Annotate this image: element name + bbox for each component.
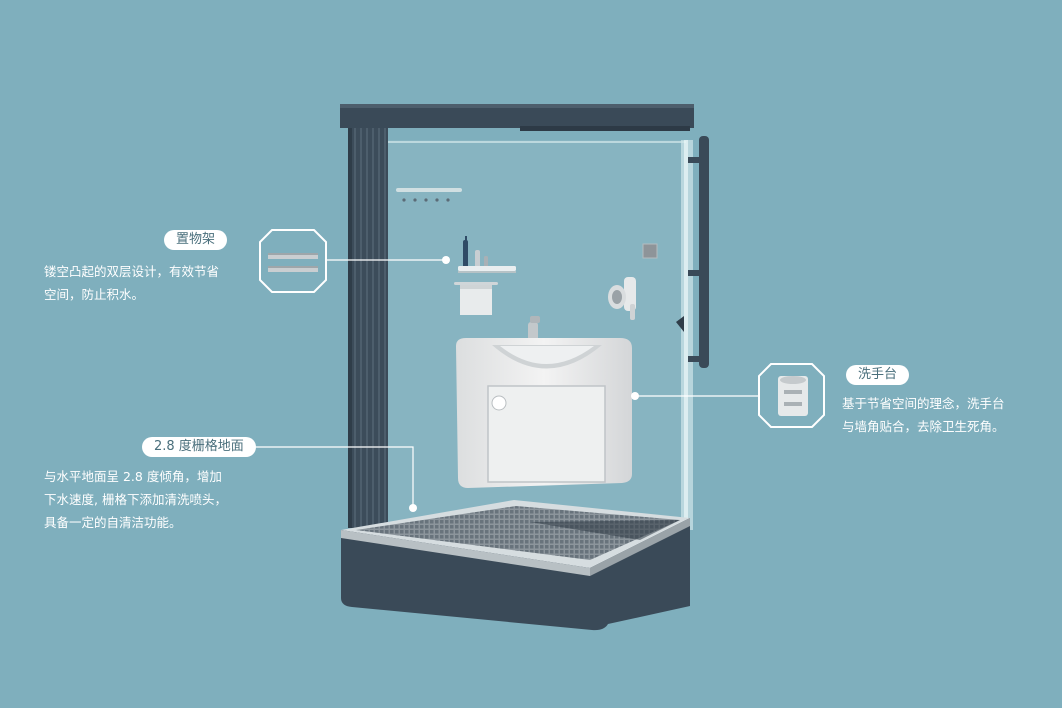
shelf-callout-description: 镂空凸起的双层设计，有效节省 空间，防止积水。 — [44, 260, 219, 306]
basin-desc-line: 与墙角贴合，去除卫生死角。 — [842, 419, 1005, 434]
shelf-desc-line: 镂空凸起的双层设计，有效节省 — [44, 264, 220, 279]
floor-desc-line: 下水速度, 栅格下添加清洗喷头， — [44, 492, 227, 507]
handle-bar — [688, 136, 709, 368]
floor-desc-line: 与水平地面呈 2.8 度倾角，增加 — [44, 469, 222, 484]
hair-dryer-icon — [608, 277, 636, 320]
basin-callout-description: 基于节省空间的理念，洗手台 与墙角贴合，去除卫生死角。 — [842, 392, 1005, 438]
left-pillar — [348, 128, 388, 528]
shelf-thumbnail-icon — [259, 229, 327, 293]
towel-rack — [454, 282, 498, 315]
basin-callout-title: 洗手台 — [846, 365, 910, 385]
floor-desc-line: 具备一定的自清洁功能。 — [44, 515, 182, 530]
basin-cabinet — [456, 338, 632, 488]
shower-tray — [341, 500, 690, 631]
hook-icon — [676, 316, 684, 332]
wall-hooks — [396, 188, 462, 202]
shelf-desc-line: 空间，防止积水。 — [44, 287, 145, 302]
basin-thumbnail-icon — [758, 363, 825, 428]
callout-lines — [240, 259, 760, 505]
shelf-callout-title: 置物架 — [164, 230, 228, 250]
shelf-rack — [458, 236, 516, 273]
roof-panel — [340, 104, 694, 131]
callout-dots — [409, 256, 639, 512]
wall-switch — [642, 243, 658, 259]
basin-desc-line: 基于节省空间的理念，洗手台 — [842, 396, 1005, 411]
floor-callout-title: 2.8 度栅格地面 — [142, 437, 256, 457]
floor-callout-description: 与水平地面呈 2.8 度倾角，增加 下水速度, 栅格下添加清洗喷头， 具备一定的… — [44, 465, 227, 534]
